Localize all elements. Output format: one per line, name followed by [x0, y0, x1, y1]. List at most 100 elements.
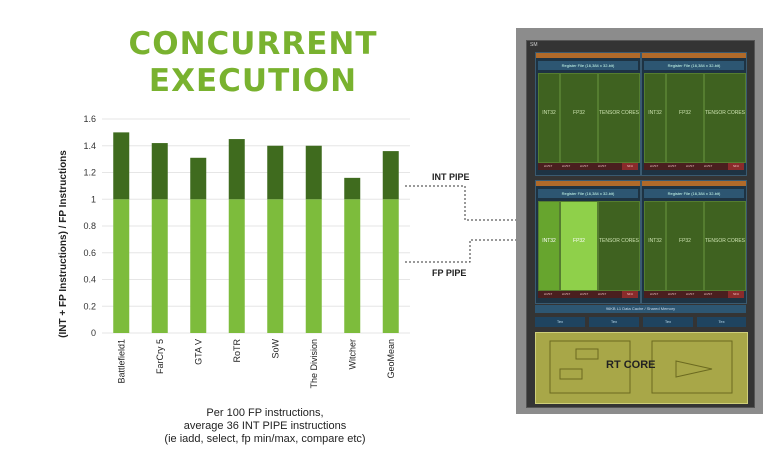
tensor-label: TENSOR CORES [705, 238, 746, 244]
fp-pipe-label: FP PIPE [432, 268, 467, 278]
bar-base-segment [228, 199, 245, 333]
ldst-unit: LD/ST [579, 164, 589, 168]
bar-base-segment [190, 199, 207, 333]
scheduler-bar [642, 181, 746, 186]
fp32-label: FP32 [573, 110, 585, 116]
rt-tree-node [575, 348, 599, 360]
bar-top-segment [382, 151, 399, 200]
sm-label: SM [530, 42, 538, 48]
fp32-unit: FP32 [666, 73, 704, 163]
int-pipe-label: INT PIPE [432, 172, 470, 182]
y-tick-label: 0.2 [83, 301, 96, 311]
caption-line-3: (ie iadd, select, fp min/max, compare et… [164, 433, 366, 445]
scheduler-bar [642, 53, 746, 58]
fp-pipe-connector [405, 239, 536, 263]
tensor-label: TENSOR CORES [599, 238, 640, 244]
ldst-unit: LD/ST [667, 292, 677, 296]
rt-triangle [675, 360, 713, 378]
tex-unit: Tex [589, 317, 639, 327]
bar-top-segment [305, 145, 322, 200]
ldst-unit: LD/ST [703, 292, 713, 296]
x-category-label: The Division [309, 339, 319, 389]
tex-unit: Tex [697, 317, 746, 327]
tensor-core-unit: TENSOR CORES [704, 73, 746, 163]
ldst-row: LD/ST LD/ST LD/ST LD/ST SFU [538, 291, 638, 298]
x-category-label: RoTR [232, 339, 242, 363]
tensor-label: TENSOR CORES [599, 110, 640, 116]
bar-base-segment [151, 199, 168, 333]
ldst-unit: LD/ST [543, 292, 553, 296]
ldst-unit: LD/ST [703, 164, 713, 168]
caption-line-2: average 36 INT PIPE instructions [183, 420, 347, 432]
tensor-core-unit: TENSOR CORES [598, 73, 640, 163]
bar-base-segment [382, 199, 399, 333]
x-category-label: SoW [270, 339, 280, 359]
sfu-unit: SFU [728, 291, 744, 298]
fp32-label: FP32 [679, 110, 691, 116]
rt-core: RT CORE [535, 332, 748, 404]
ldst-unit: LD/ST [667, 164, 677, 168]
y-tick-label: 1.4 [83, 141, 96, 151]
sm-block: SM Register File (16,384 x 32-bit) INT32… [526, 40, 755, 408]
ldst-row: LD/ST LD/ST LD/ST LD/ST SFU [644, 291, 744, 298]
bar-base-segment [113, 199, 130, 333]
tex-unit: Tex [535, 317, 585, 327]
rt-core-label: RT CORE [606, 359, 656, 371]
x-category-label: Witcher [347, 339, 357, 370]
y-tick-label: 0.4 [83, 275, 96, 285]
ldst-unit: LD/ST [561, 292, 571, 296]
tensor-core-unit: TENSOR CORES [704, 201, 746, 291]
int32-label: INT32 [648, 110, 662, 116]
y-tick-label: 0 [91, 328, 96, 338]
rt-box-left [549, 340, 631, 394]
tex-unit: Tex [643, 317, 693, 327]
y-tick-label: 0.8 [83, 221, 96, 231]
sm-quadrant-highlighted: Register File (16,384 x 32-bit) INT32 FP… [535, 180, 641, 304]
caption-line-1: Per 100 FP instructions, [206, 407, 324, 419]
sm-quadrant: Register File (16,384 x 32-bit) INT32 FP… [641, 180, 747, 304]
scheduler-bar [536, 53, 640, 58]
sm-quadrant: Register File (16,384 x 32-bit) INT32 FP… [641, 52, 747, 176]
sfu-unit: SFU [622, 291, 638, 298]
tensor-core-unit: TENSOR CORES [598, 201, 640, 291]
ldst-unit: LD/ST [597, 292, 607, 296]
bar-base-segment [267, 199, 284, 333]
bar-top-segment [228, 139, 245, 200]
x-category-label: FarCry 5 [155, 339, 165, 374]
bar-top-segment [190, 157, 207, 200]
ldst-unit: LD/ST [597, 164, 607, 168]
sfu-unit: SFU [728, 163, 744, 170]
ldst-row: LD/ST LD/ST LD/ST LD/ST SFU [538, 163, 638, 170]
register-file: Register File (16,384 x 32-bit) [644, 61, 744, 70]
int32-label: INT32 [542, 110, 556, 116]
x-category-label: Battlefield1 [116, 339, 126, 384]
int32-unit: INT32 [644, 201, 666, 291]
sm-diagram: SM Register File (16,384 x 32-bit) INT32… [516, 28, 763, 414]
bar-base-segment [305, 199, 322, 333]
rt-box-right [651, 340, 733, 394]
rt-core-graphic [549, 340, 733, 394]
sm-quadrant: Register File (16,384 x 32-bit) INT32 FP… [535, 52, 641, 176]
ldst-unit: LD/ST [579, 292, 589, 296]
fp32-label: FP32 [573, 238, 585, 244]
y-tick-label: 0.6 [83, 248, 96, 258]
caption: Per 100 FP instructions, average 36 INT … [120, 407, 410, 446]
bar-top-segment [151, 143, 168, 200]
ldst-unit: LD/ST [649, 292, 659, 296]
tensor-label: TENSOR CORES [705, 110, 746, 116]
y-tick-label: 1 [91, 194, 96, 204]
register-file: Register File (16,384 x 32-bit) [538, 61, 638, 70]
ldst-unit: LD/ST [649, 164, 659, 168]
int-pipe-connector [405, 185, 536, 221]
int32-label: INT32 [542, 238, 556, 244]
int32-unit-highlighted: INT32 [538, 201, 560, 291]
bar-top-segment [344, 177, 361, 200]
title-line-1: CONCURRENT [128, 26, 378, 62]
sfu-unit: SFU [622, 163, 638, 170]
ldst-unit: LD/ST [561, 164, 571, 168]
x-category-label: GeoMean [386, 339, 396, 379]
fp32-label: FP32 [679, 238, 691, 244]
rt-tree-node [559, 368, 583, 380]
ldst-unit: LD/ST [543, 164, 553, 168]
